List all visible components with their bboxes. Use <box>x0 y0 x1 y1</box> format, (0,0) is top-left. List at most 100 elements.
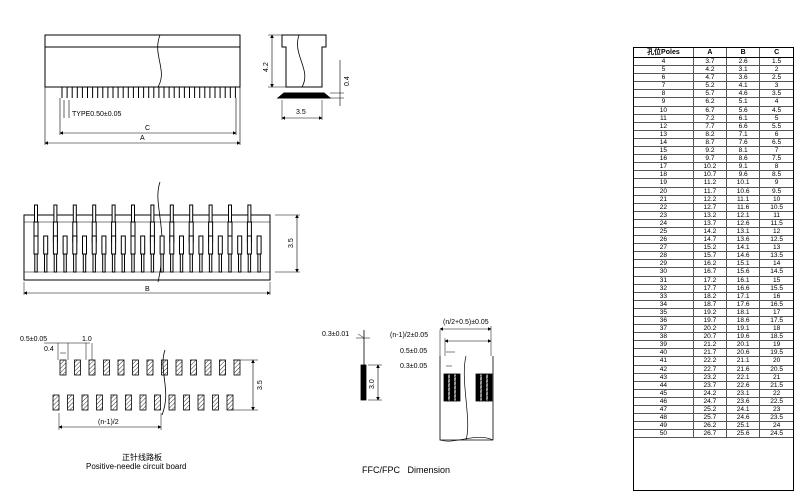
cell-b: 24.1 <box>726 405 761 415</box>
cell-c: 2.5 <box>759 73 793 83</box>
cell-poles: 19 <box>634 178 694 188</box>
type-pitch-label: TYPE0.50±0.05 <box>72 111 121 118</box>
pcb-pad-upper <box>190 359 197 376</box>
cell-b: 7.6 <box>726 138 761 148</box>
pcb-3-5-label: 3.5 <box>257 380 264 390</box>
pcb-pad-upper <box>204 359 212 376</box>
cell-poles: 22 <box>634 203 694 212</box>
dim-3-5-top-label: 3.5 <box>288 238 295 248</box>
cell-poles: 6 <box>634 73 694 83</box>
top-pin-tail <box>111 253 116 273</box>
pcb-pad-upper <box>117 359 125 376</box>
cell-c: 22.5 <box>759 397 793 407</box>
cell-poles: 49 <box>634 421 694 431</box>
cell-c: 17.5 <box>759 316 793 326</box>
dim-a-label: A <box>140 135 145 142</box>
cell-poles: 46 <box>634 397 694 407</box>
cell-a: 15.7 <box>693 251 728 261</box>
header-poles: 孔位Poles <box>634 48 694 58</box>
top-pin-tail <box>150 253 155 273</box>
cell-b: 8.1 <box>726 146 761 156</box>
cell-a: 14.7 <box>693 235 728 245</box>
cell-c: 3 <box>759 81 793 91</box>
cell-poles: 42 <box>634 365 694 374</box>
cell-b: 23.6 <box>726 397 761 407</box>
top-pin-tail <box>257 253 261 273</box>
cell-c: 4 <box>759 97 793 107</box>
pcb-layout <box>44 342 258 430</box>
cell-a: 7.2 <box>693 114 728 123</box>
cell-c: 14.5 <box>759 267 793 277</box>
cell-b: 18.1 <box>726 308 761 318</box>
cell-poles: 44 <box>634 381 694 390</box>
top-pin-lower <box>33 235 39 255</box>
top-pin-upper <box>208 204 213 223</box>
top-pin-upper <box>72 204 77 223</box>
top-pin-upper <box>228 204 232 223</box>
top-pin-lower <box>179 235 184 255</box>
pcb-caption-en: Positive-needle circuit board <box>86 462 187 471</box>
fpc-trace-hatched <box>479 373 483 402</box>
cell-b: 14.6 <box>726 251 761 261</box>
top-pin-tail <box>238 253 242 273</box>
pcb-pad-upper <box>103 359 110 376</box>
cell-a: 15.2 <box>693 243 728 253</box>
cell-poles: 40 <box>634 348 694 358</box>
cell-poles: 23 <box>634 211 694 220</box>
cell-poles: 11 <box>634 114 694 123</box>
fpc-0-3-a-label: 0.3±0.01 <box>322 331 349 338</box>
cell-b: 21.6 <box>726 365 761 374</box>
cell-poles: 7 <box>634 81 694 91</box>
cell-c: 8.5 <box>759 170 793 180</box>
header-c: C <box>759 48 793 58</box>
dim-c-label: C <box>145 125 150 132</box>
cell-c: 1.5 <box>759 57 793 67</box>
cell-b: 25.1 <box>726 421 761 431</box>
cell-poles: 14 <box>634 138 694 148</box>
cell-b: 2.6 <box>726 57 761 67</box>
cell-a: 18.7 <box>693 300 728 309</box>
cell-poles: 5 <box>634 65 694 75</box>
cell-a: 19.7 <box>693 316 728 326</box>
cell-c: 11.5 <box>759 219 793 228</box>
cell-a: 5.7 <box>693 89 728 99</box>
cell-b: 16.1 <box>726 276 761 285</box>
cell-a: 25.7 <box>693 413 728 423</box>
top-pin-tail <box>179 253 184 273</box>
top-pin-lower <box>82 235 87 255</box>
top-pin-lower <box>198 235 204 255</box>
cell-b: 22.1 <box>726 373 761 382</box>
cell-c: 22 <box>759 389 793 398</box>
cell-c: 17 <box>759 308 793 318</box>
cell-b: 22.6 <box>726 381 761 390</box>
top-pin-lower <box>237 235 243 255</box>
cell-a: 5.2 <box>693 81 728 91</box>
cell-c: 18.5 <box>759 332 793 342</box>
cell-poles: 16 <box>634 154 694 164</box>
pcb-pad-lower <box>81 394 89 411</box>
fpc-trace-hatched <box>447 373 451 402</box>
top-pin-lower <box>72 235 78 255</box>
cell-a: 8.2 <box>693 130 728 139</box>
cell-c: 15 <box>759 276 793 285</box>
pcb-n-label: (n-1)/2 <box>98 419 119 426</box>
cell-a: 12.7 <box>693 203 728 212</box>
cell-a: 24.2 <box>693 389 728 398</box>
cell-c: 4.5 <box>759 106 793 115</box>
cell-c: 10 <box>759 195 793 204</box>
top-pin-lower <box>208 235 214 255</box>
cell-poles: 37 <box>634 324 694 334</box>
